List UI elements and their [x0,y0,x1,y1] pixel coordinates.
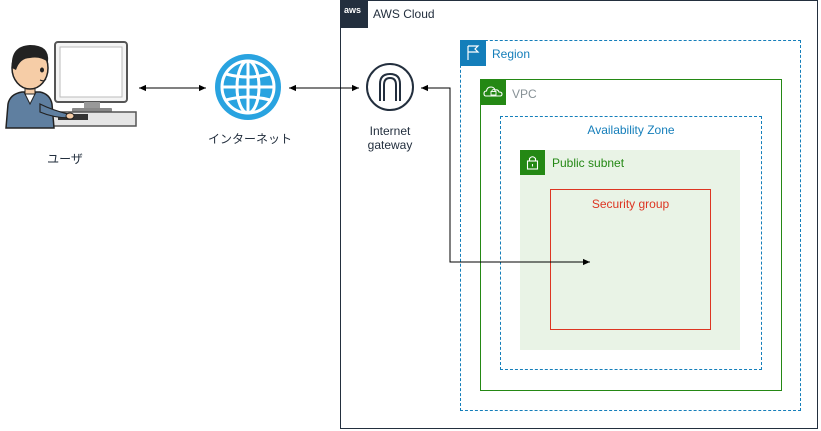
internet-gateway-label: Internet gateway [355,124,425,152]
internet-label: インターネット [207,132,292,146]
internet-globe-icon [215,54,281,120]
internet-gateway-label-line1: Internet [369,124,411,138]
aws-cloud-group [340,0,818,429]
security-group-label: Security group [591,197,670,211]
region-flag-icon [460,40,486,66]
internet-gateway-label-line2: gateway [367,138,413,152]
aws-logo-icon [340,0,368,28]
internet-gateway-icon [366,63,414,111]
user-icon [5,41,137,129]
edge-gateway-security-group [421,84,590,266]
aws-cloud-label: AWS Cloud [373,7,435,21]
user-label: ユーザ [47,152,83,166]
availability-zone-label: Availability Zone [587,123,675,137]
region-label: Region [492,47,531,61]
aws-logo-text: aws [344,5,362,15]
